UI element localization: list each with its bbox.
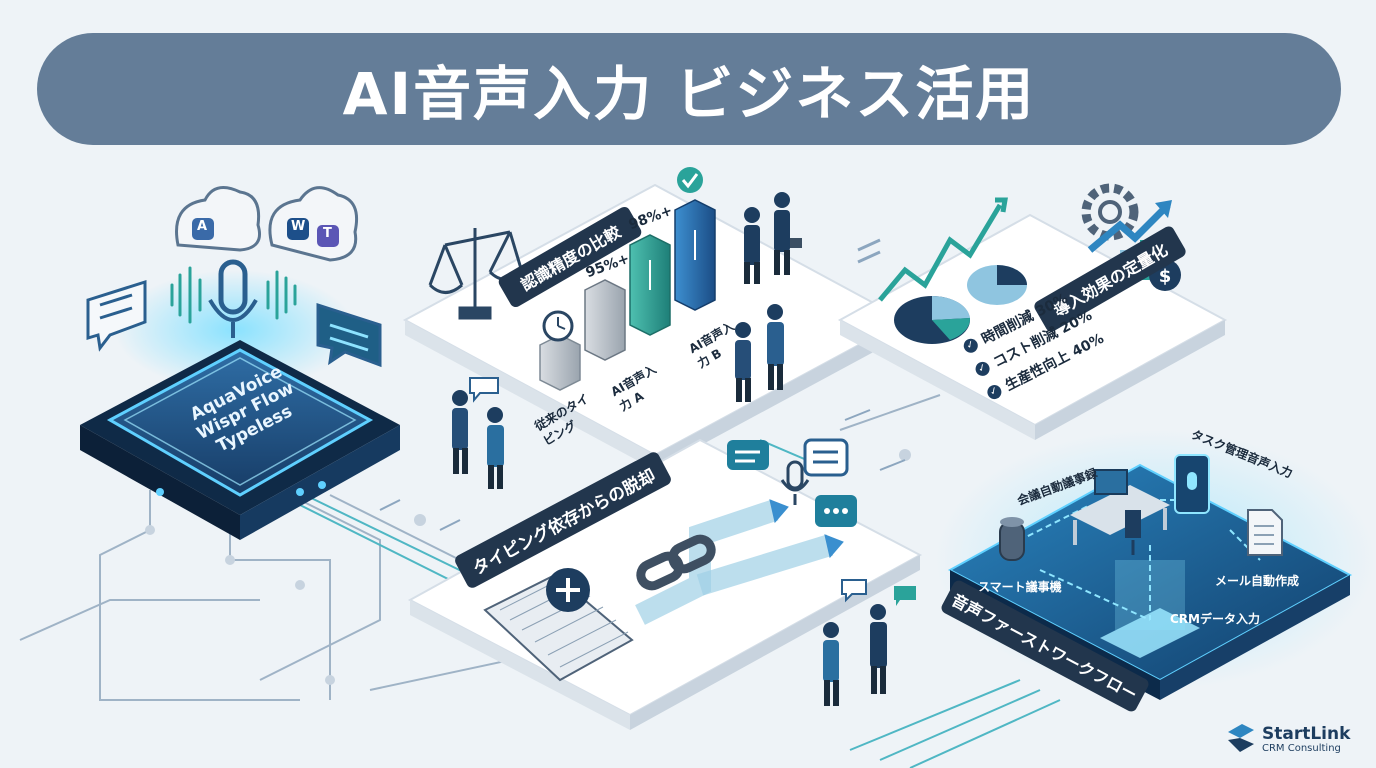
gear-icon: [1081, 183, 1139, 241]
logo-subtitle: CRM Consulting: [1262, 743, 1341, 754]
logo-name: StartLink: [1262, 724, 1351, 744]
cloud-icon-w-label: W: [291, 219, 306, 234]
sound-wave-icon: [170, 266, 297, 324]
cloud-icon-t-label: T: [323, 226, 332, 241]
crm-device-icon: [1100, 560, 1200, 658]
cloud-icon: [175, 186, 261, 252]
growth-line-chart: [857, 197, 1008, 302]
workflow-node-crm: CRMデータ入力: [1170, 612, 1260, 626]
chat-bubble-icon: [86, 279, 147, 352]
tablet-mic-icon: [1174, 454, 1210, 514]
svg-text:$: $: [1159, 266, 1172, 287]
broken-chain-icon: [636, 534, 716, 591]
cloud-icon: [268, 186, 359, 262]
startlink-logo: StartLink CRM Consulting: [1224, 718, 1354, 762]
connector-arrows: [379, 409, 906, 531]
business-people: [735, 192, 802, 402]
cloud-icon-a-label: A: [197, 219, 208, 234]
chat-bubble-icon: [316, 302, 382, 368]
pie-chart-icon: [894, 265, 1027, 344]
smart-speaker-icon: [999, 517, 1025, 561]
document-icon: [1247, 509, 1283, 556]
comparison-bars: [539, 167, 716, 391]
workflow-node-mail: メール自動作成: [1215, 574, 1300, 588]
page-title: AI音声入力 ビジネス活用: [342, 60, 1036, 128]
microphone-icon: [780, 460, 810, 505]
microphone-icon: [208, 259, 258, 338]
blocked-icon: [546, 568, 590, 612]
business-people: [823, 579, 916, 706]
startlink-logo-mark: [1228, 724, 1254, 752]
title-banner: AI音声入力 ビジネス活用: [37, 33, 1341, 145]
workflow-node-speaker: スマート議事機: [978, 580, 1062, 594]
chat-bubble-icon: [727, 438, 857, 527]
business-people: [452, 377, 504, 489]
desk-workstation-icon: [1070, 469, 1170, 555]
